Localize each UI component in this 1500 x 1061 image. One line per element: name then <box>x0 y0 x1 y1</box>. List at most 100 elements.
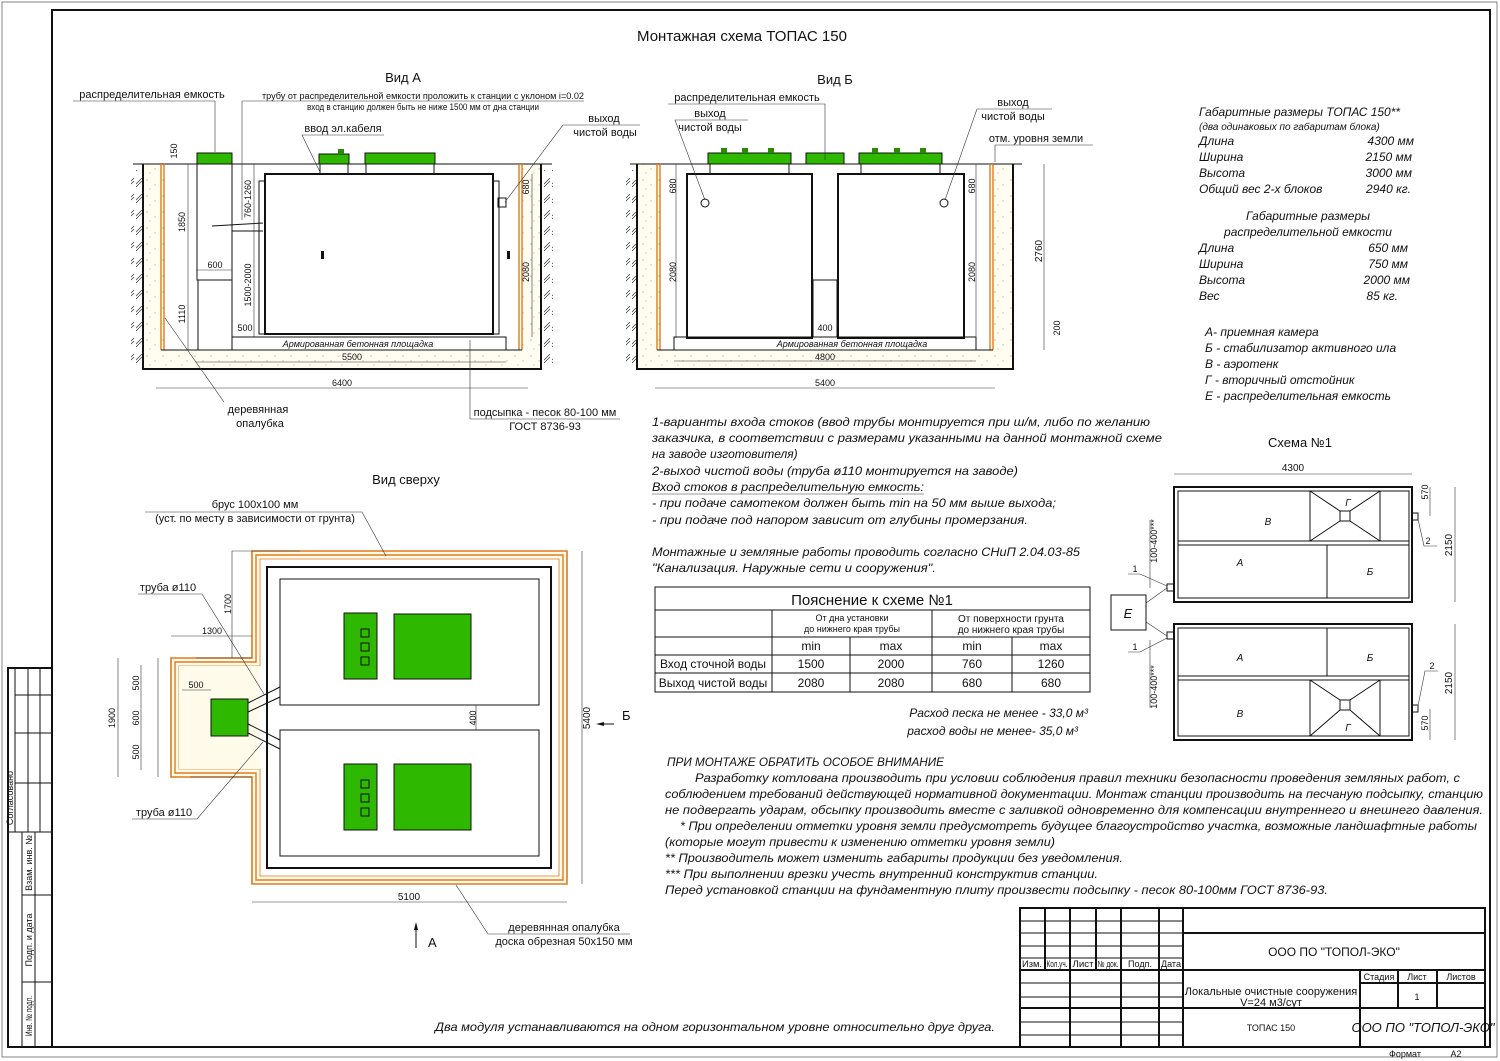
attention-line: * При определении отметки уровня земли п… <box>680 819 1477 833</box>
label-aerotank: В <box>1265 517 1272 528</box>
sheet-label: Лист <box>1407 972 1427 982</box>
label-clarifier: Г <box>1345 723 1352 734</box>
table-cell: 680 <box>1041 676 1061 690</box>
spec-value: 750 мм <box>1368 257 1408 271</box>
service-lid <box>343 612 378 680</box>
spec-label: Высота <box>1199 273 1245 287</box>
table-group-header: до нижнего края трубы <box>804 624 900 634</box>
sheet-number: 1 <box>1414 992 1419 1002</box>
dim-760-1260: 760-1260 <box>243 180 253 218</box>
label-pipe: труба ø110 <box>140 582 196 594</box>
legend-item: В - аэротенк <box>1205 357 1280 371</box>
table-subheader: min <box>962 639 981 653</box>
pit-interior <box>164 164 519 350</box>
scheme-compartments <box>1177 627 1410 737</box>
view-b-title: Вид Б <box>817 72 853 87</box>
distribution-tank-box <box>1110 594 1147 631</box>
specs-block: Габаритные размеры ТОПАС 150** (два один… <box>1197 105 1414 403</box>
legend-item: Е - распределительная емкость <box>1205 389 1391 403</box>
dim-1300: 1300 <box>202 626 222 636</box>
label-stabilizer: Б <box>1367 567 1374 578</box>
table-subheader: min <box>801 639 820 653</box>
drawing-frame <box>51 9 1491 1048</box>
side-stamps: Согласовано Взам. инв. № Подп. и дата Ин… <box>5 667 53 1048</box>
project-capacity: V=24 м3/сут <box>1240 997 1302 1009</box>
lid-right <box>858 152 943 165</box>
label-outlet-2: чистой воды <box>981 111 1045 123</box>
specs-title: Габаритные размеры ТОПАС 150** <box>1199 105 1400 119</box>
title-block-main-grid <box>1020 932 1485 1047</box>
title-block-columns <box>1044 908 1184 1047</box>
inlet-pipe <box>1166 583 1175 592</box>
spec-label: Высота <box>1199 166 1245 180</box>
dim-4300: 4300 <box>1282 463 1305 474</box>
tank-specs-title: Габаритные размеры <box>1246 209 1370 223</box>
lid-left <box>707 152 792 165</box>
label-formwork-board: доска обрезная 50х150 мм <box>495 936 632 948</box>
stamp-inv-replace: Взам. инв. № <box>24 835 34 891</box>
leader <box>138 593 265 695</box>
label-tank-e: Е <box>1124 606 1133 621</box>
title-block-border <box>1019 907 1486 1048</box>
dim-570: 570 <box>1420 715 1430 730</box>
leader <box>132 741 264 820</box>
label-stabilizer: Б <box>1367 653 1374 664</box>
pit-walls <box>636 164 1014 370</box>
label-outlet-2: чистой воды <box>573 127 637 139</box>
table-row-label: Выход чистой воды <box>659 676 768 690</box>
table-group-header: От поверхности грунта <box>958 614 1064 625</box>
spec-value: 650 мм <box>1368 241 1408 255</box>
station-block-upper <box>279 578 540 706</box>
dim-1850: 1850 <box>177 212 187 232</box>
stamp-agreed: Согласовано <box>5 771 15 825</box>
station-block-lower <box>279 729 540 857</box>
dim-lines <box>157 550 300 778</box>
table-border <box>654 586 1091 693</box>
leader <box>73 100 216 152</box>
dim-5100: 5100 <box>398 892 421 903</box>
dim-400: 400 <box>817 323 832 333</box>
table-title: Пояснение к схеме №1 <box>791 592 953 609</box>
project-name: Локальные очистные сооружения <box>1185 986 1357 998</box>
earth-hatch <box>626 170 637 365</box>
leader <box>1128 573 1168 653</box>
dim-500: 500 <box>237 323 252 333</box>
pipes-110 <box>247 686 281 750</box>
scheme-block-upper <box>1173 486 1413 603</box>
note-line: - при подаче самотеком должен быть min н… <box>652 496 1056 510</box>
legend-item: А- приемная камера <box>1204 325 1319 339</box>
col-doc: № док. <box>1098 959 1119 969</box>
spec-value: 85 кг. <box>1366 289 1398 303</box>
leader <box>145 511 387 557</box>
attention-notes: ПРИ МОНТАЖЕ ОБРАТИТЬ ОСОБОЕ ВНИМАНИЕ Раз… <box>665 755 1483 897</box>
outlet-pipe <box>1411 704 1419 713</box>
outlet-marker: 2 <box>1425 536 1430 546</box>
table-subheader: max <box>880 639 903 653</box>
table-cell: 2000 <box>878 657 905 671</box>
stamp-inv-orig: Инв. № подл. <box>24 996 34 1036</box>
pit-interior <box>660 164 990 350</box>
leader <box>241 100 584 220</box>
spec-value: 4300 мм <box>1368 134 1414 148</box>
notes: 1-варианты входа стоков (ввод трубы монт… <box>651 415 1162 575</box>
col-date: Дата <box>1161 959 1181 969</box>
clarifier-center <box>1339 510 1351 522</box>
dim-680: 680 <box>521 179 531 194</box>
legend-item: Г - вторичный отстойник <box>1205 373 1356 387</box>
leader <box>301 134 384 173</box>
spec-value: 2940 кг. <box>1365 182 1411 196</box>
label-dist-tank: распределительная емкость <box>674 92 820 104</box>
bottom-note: Два модуля устанавливаются на одном гори… <box>433 1020 995 1034</box>
note-line: "Канализация. Наружные сети и сооружения… <box>652 561 936 575</box>
dim-5500: 5500 <box>342 352 362 362</box>
attention-line: (которые могут привести к изменению отме… <box>665 835 1055 849</box>
earth-hatch <box>131 170 143 365</box>
dim-2150: 2150 <box>1444 533 1455 556</box>
dim-400: 400 <box>468 710 478 725</box>
spec-label: Длина <box>1197 134 1234 148</box>
attention-line: ** Производитель может изменить габариты… <box>665 851 1123 865</box>
inlet-marker: 1 <box>1132 642 1137 652</box>
scheme-1: Схема №1 4300 В Г А Б А Б В Г Е 1 1 2 2 … <box>1110 435 1456 741</box>
